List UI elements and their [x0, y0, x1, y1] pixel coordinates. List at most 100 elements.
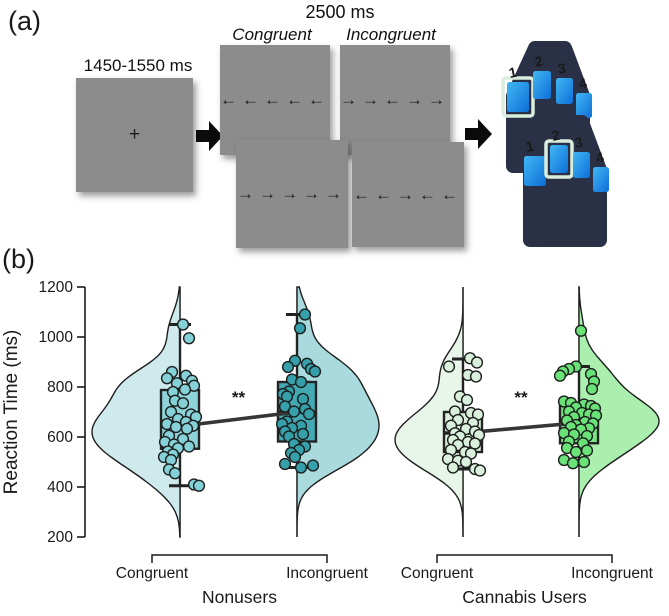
pad-button-4	[593, 167, 609, 192]
pad-button-number: 4	[594, 149, 605, 166]
data-point	[306, 459, 320, 472]
violin-nonusers-incongruent	[296, 286, 380, 537]
flanker-arrows: ←←←←←	[220, 90, 330, 109]
pad-button-number: 3	[556, 60, 567, 77]
y-tick-label: 800	[47, 379, 73, 396]
data-point	[294, 461, 308, 474]
group-bracket-nonusers	[151, 554, 328, 563]
congruent-column-label: Congruent	[232, 25, 312, 44]
data-point	[182, 440, 196, 453]
data-point	[308, 365, 322, 378]
pad-button-number: 2	[550, 127, 561, 144]
y-tick-label: 200	[47, 529, 73, 546]
data-point	[460, 393, 474, 407]
pad-button-1	[507, 82, 529, 112]
pad-button-highlight	[501, 76, 535, 118]
flow-arrow-icon	[196, 121, 223, 151]
y-tick-label: 400	[47, 479, 73, 496]
data-point	[160, 372, 174, 385]
data-point	[287, 405, 301, 418]
y-axis-title: Reaction Time (ms)	[1, 330, 22, 495]
data-point	[469, 370, 483, 383]
data-point	[553, 369, 567, 382]
median-connector-nonusers	[179, 410, 298, 429]
pad-button-number: 1	[507, 64, 518, 81]
fixation-cross: +	[128, 124, 141, 145]
data-point	[577, 455, 591, 469]
flanker-arrows: ←←→←←	[353, 184, 463, 204]
violin-cannabis-users-congruent	[394, 287, 464, 537]
y-tick-label: 1200	[39, 279, 74, 296]
violin-nonusers-congruent	[91, 286, 181, 538]
condition-label-nonusers-congruent: Congruent	[116, 565, 189, 582]
incongruent-column-label: Incongruent	[346, 25, 436, 44]
data-point	[574, 324, 588, 337]
data-point	[280, 390, 294, 403]
data-point	[278, 400, 292, 413]
flow-arrow-stem	[196, 130, 209, 142]
data-point	[293, 322, 307, 335]
pad-button-highlight	[544, 139, 574, 179]
significance-stars-cannabis-users: **	[514, 388, 528, 407]
data-point	[281, 360, 295, 374]
group-bracket-cannabis-users	[436, 554, 613, 563]
group-label-nonusers: Nonusers	[202, 587, 277, 607]
data-point	[180, 422, 194, 435]
pad-button-number: 3	[573, 134, 584, 151]
stimulus-screen-congruent-1: ←←←←←	[220, 45, 330, 155]
data-point	[566, 457, 580, 470]
data-point	[569, 445, 583, 459]
stimulus-duration-label: 2500 ms	[305, 2, 375, 22]
flow-arrow-stem	[465, 128, 478, 140]
pad-button-number: 2	[533, 53, 544, 70]
data-point	[585, 382, 599, 396]
pad-button-2	[533, 71, 551, 99]
pad-button-number: 1	[524, 138, 535, 155]
data-point	[298, 308, 312, 321]
flanker-arrows: →→→→→	[237, 184, 347, 203]
data-point	[178, 383, 192, 396]
data-point	[442, 360, 456, 373]
data-point	[302, 407, 316, 421]
pad-button-number: 4	[577, 75, 588, 92]
condition-label-nonusers-incongruent: Incongruent	[286, 565, 369, 582]
data-point	[296, 427, 310, 441]
data-point	[470, 356, 484, 369]
fixation-duration-label: 1450-1550 ms	[83, 56, 193, 75]
data-point	[473, 464, 487, 477]
flow-arrow-head	[209, 121, 223, 151]
pad-button-3	[573, 152, 590, 178]
data-point	[459, 455, 473, 469]
data-point	[192, 479, 206, 492]
panel-a-label: (a)	[8, 6, 41, 36]
condition-label-cannabis-users-incongruent: Incongruent	[571, 565, 654, 582]
data-point	[296, 392, 310, 406]
pad-button-2	[550, 145, 568, 173]
data-point	[278, 457, 292, 471]
stimulus-screen-congruent-2: →→→→→	[236, 140, 348, 248]
panel-b-label: (b)	[2, 244, 35, 274]
group-label-cannabis-users: Cannabis Users	[462, 587, 587, 607]
data-point	[294, 375, 308, 389]
significance-stars-nonusers: **	[232, 388, 246, 407]
stimulus-screen-incongruent-2: ←←→←←	[352, 142, 464, 247]
stimulus-screen-incongruent-1: →→←→→	[340, 45, 450, 155]
flanker-arrows: →→←→→	[340, 90, 450, 109]
data-point	[176, 397, 190, 410]
flow-arrow-icon	[465, 119, 492, 149]
data-point	[176, 318, 190, 331]
data-point	[182, 332, 196, 345]
pad-button-3	[556, 78, 573, 104]
pad-button-1	[524, 156, 546, 186]
data-point	[446, 461, 460, 474]
data-point	[468, 437, 482, 450]
data-point	[288, 450, 302, 464]
flow-arrow-head	[478, 119, 492, 149]
fixation-screen: +	[76, 78, 193, 192]
y-tick-label: 1000	[39, 329, 74, 346]
condition-label-cannabis-users-congruent: Congruent	[401, 565, 474, 582]
